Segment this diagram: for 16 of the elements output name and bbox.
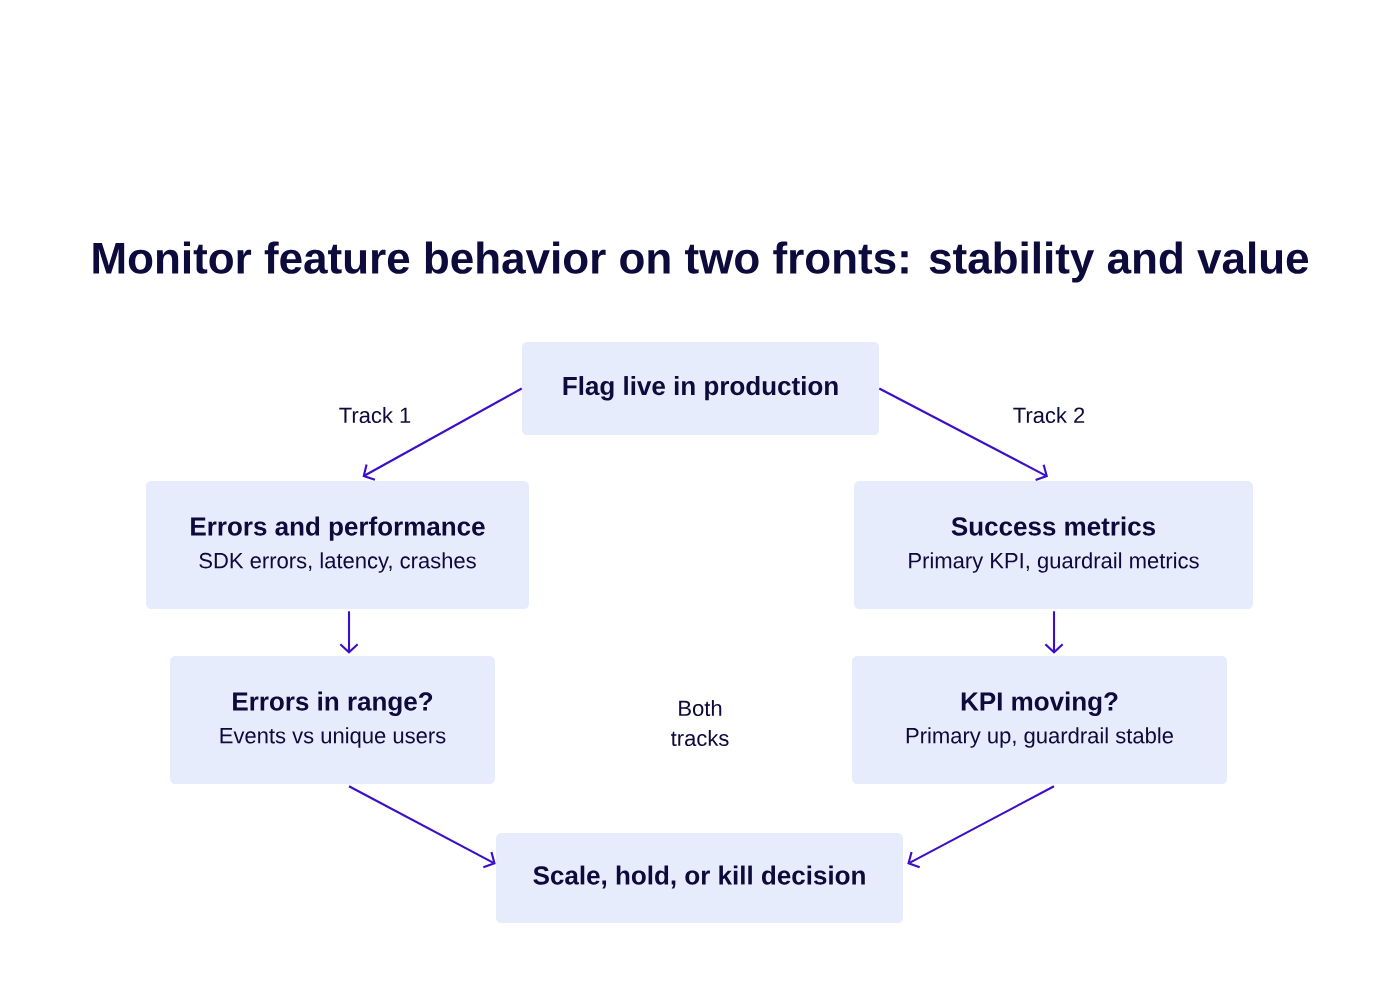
note-text: Both tracks bbox=[671, 699, 729, 747]
edge-label: Track 2 bbox=[1013, 406, 1085, 424]
edge-label: Track 1 bbox=[339, 406, 411, 424]
process-box: Success metrics Primary KPI, guardrail metrics bbox=[854, 481, 1253, 609]
arrow bbox=[878, 387, 1048, 482]
arrow bbox=[362, 387, 523, 481]
process-box: Scale, hold, or kill decision bbox=[496, 833, 903, 923]
arrow bbox=[907, 785, 1055, 869]
arrow bbox=[339, 611, 359, 654]
process-box: Errors and performance SDK errors, latency, crashes bbox=[146, 481, 529, 609]
arrow bbox=[348, 785, 496, 869]
process-box: KPI moving? Primary up, guardrail stable bbox=[852, 656, 1227, 784]
arrow bbox=[1044, 611, 1064, 654]
process-box: Errors in range? Events vs unique users bbox=[170, 656, 495, 784]
process-box: Flag live in production bbox=[522, 342, 879, 435]
title: Monitor feature behavior on two fronts: stability and value bbox=[93, 241, 1309, 283]
